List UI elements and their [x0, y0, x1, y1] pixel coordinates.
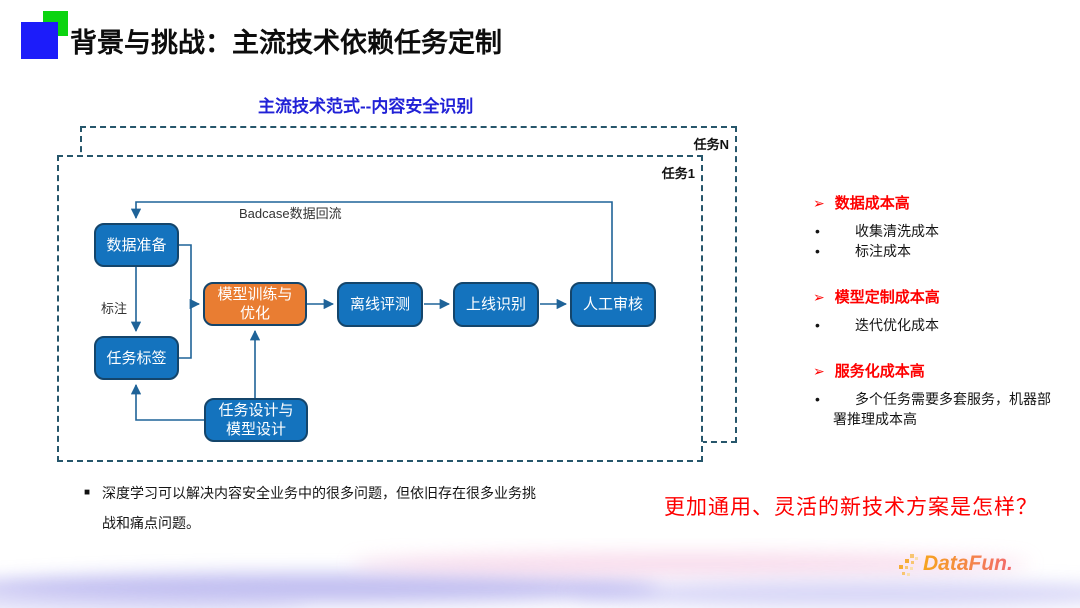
flow-box-offline-evaluation: 离线评测 — [337, 282, 423, 327]
dot-bullet-icon: • — [815, 391, 820, 407]
dot-bullet-icon: • — [815, 223, 820, 239]
arrow-bullet-icon: ➢ — [813, 363, 825, 379]
flow-box-label: 上线识别 — [465, 296, 526, 313]
flow-box-label: 任务标签 — [106, 349, 167, 367]
flow-box-label: 任务设计与 — [218, 402, 294, 419]
flow-box-task-labels: 任务标签 — [94, 336, 179, 380]
flow-box-label: 优化 — [239, 305, 270, 322]
datafun-logo: DataFun. — [897, 551, 1013, 579]
summary-note: ■ 深度学习可以解决内容安全业务中的很多问题，但依旧存在很多业务挑战和痛点问题。 — [84, 478, 564, 538]
flow-box-data-preparation: 数据准备 — [94, 223, 179, 267]
cost-sub-item: • 多个任务需要多套服务，机器部署推理成本高 — [813, 389, 1063, 429]
flow-box-model-training: 模型训练与 优化 — [203, 282, 307, 326]
flow-box-label: 模型训练与 — [217, 286, 293, 303]
cost-group-data: ➢ 数据成本高 • 收集清洗成本 • 标注成本 — [813, 193, 1063, 261]
cost-title-text: 数据成本高 — [834, 195, 910, 212]
closing-question: 更加通用、灵活的新技术方案是怎样？ — [664, 496, 1038, 519]
square-bullet-icon: ■ — [84, 487, 91, 498]
cost-sub-text: 标注成本 — [855, 243, 911, 259]
flow-box-label: 人工审核 — [582, 296, 643, 313]
dot-bullet-icon: • — [815, 317, 820, 333]
task-n-label: 任务N — [693, 137, 729, 152]
datafun-dots-icon — [899, 554, 918, 576]
flow-box-task-model-design: 任务设计与 模型设计 — [204, 398, 308, 442]
diagram-subtitle: 主流技术范式--内容安全识别 — [258, 97, 474, 116]
cost-sub-item: • 迭代优化成本 — [813, 315, 1063, 335]
flow-box-manual-review: 人工审核 — [570, 282, 656, 327]
dot-bullet-icon: • — [815, 243, 820, 259]
cost-title-text: 模型定制成本高 — [834, 289, 940, 306]
footer-wave-decoration — [0, 553, 1080, 608]
cost-sub-text: 多个任务需要多套服务，机器部署推理成本高 — [833, 391, 1051, 427]
cost-sub-item: • 收集清洗成本 — [813, 221, 1063, 241]
cost-title-text: 服务化成本高 — [834, 363, 925, 380]
arrow-bullet-icon: ➢ — [813, 289, 825, 305]
page-title: 背景与挑战：主流技术依赖任务定制 — [70, 28, 502, 58]
flow-box-label: 离线评测 — [349, 296, 410, 313]
edge-label-annotate: 标注 — [101, 301, 128, 316]
edge-label-badcase: Badcase数据回流 — [239, 206, 342, 221]
summary-text: 深度学习可以解决内容安全业务中的很多问题，但依旧存在很多业务挑战和痛点问题。 — [102, 485, 537, 531]
cost-group-title: ➢ 服务化成本高 — [813, 361, 1063, 382]
cost-group-model: ➢ 模型定制成本高 • 迭代优化成本 — [813, 287, 1063, 335]
task-1-label: 任务1 — [661, 166, 695, 181]
flow-box-online-recognition: 上线识别 — [453, 282, 539, 327]
flow-box-label: 数据准备 — [106, 236, 167, 254]
cost-sub-text: 收集清洗成本 — [855, 223, 939, 239]
cost-group-service: ➢ 服务化成本高 • 多个任务需要多套服务，机器部署推理成本高 — [813, 361, 1063, 429]
flow-box-label: 模型设计 — [225, 421, 286, 438]
cost-group-title: ➢ 模型定制成本高 — [813, 287, 1063, 308]
cost-group-title: ➢ 数据成本高 — [813, 193, 1063, 214]
cost-sub-text: 迭代优化成本 — [855, 317, 939, 333]
arrow-bullet-icon: ➢ — [813, 195, 825, 211]
cost-panel: ➢ 数据成本高 • 收集清洗成本 • 标注成本 ➢ 模型定制成本高 • 迭代优化… — [813, 193, 1063, 455]
cost-sub-item: • 标注成本 — [813, 241, 1063, 261]
datafun-logo-text: DataFun. — [923, 552, 1013, 575]
title-logo-blue-square — [21, 22, 58, 59]
